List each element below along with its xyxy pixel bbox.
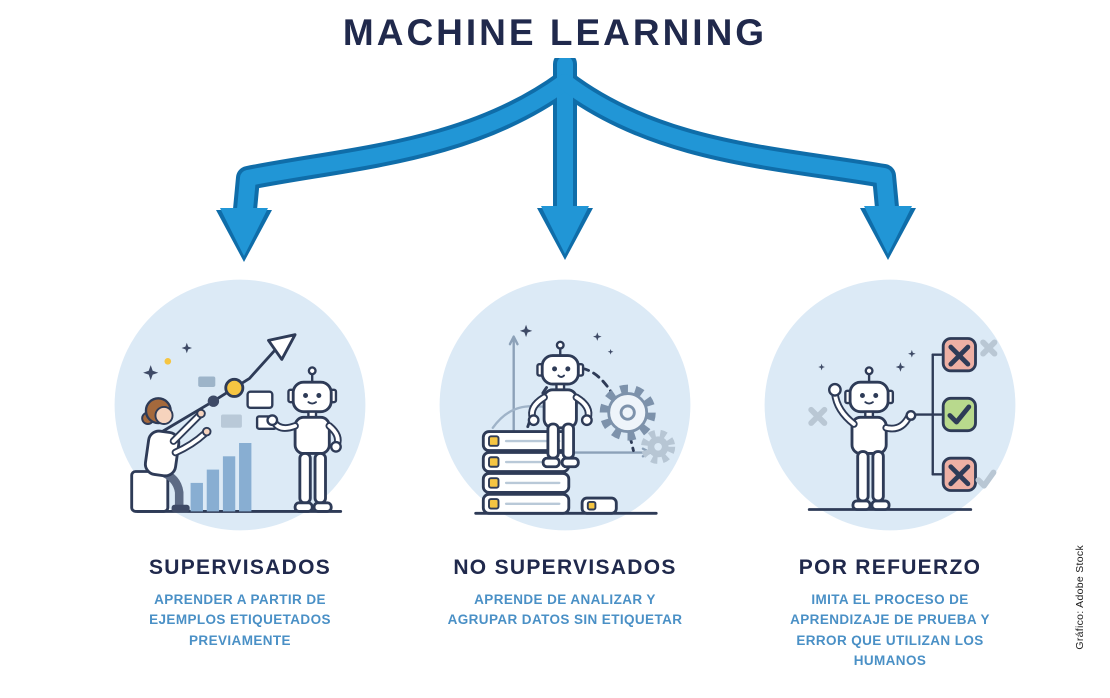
branch-heading-unsupervised: NO SUPERVISADOS <box>453 556 677 579</box>
arrow-fill <box>236 58 896 228</box>
branch-description-unsupervised: APRENDE DE ANALIZAR Y AGRUPAR DATOS SIN … <box>447 592 683 628</box>
growth-arrow-icon <box>160 333 297 434</box>
branch-unsupervised: NO SUPERVISADOS APRENDE DE ANALIZAR Y AG… <box>410 272 720 631</box>
credit-text: Gráfico: Adobe Stock <box>1074 545 1086 650</box>
connector-lines <box>914 353 943 476</box>
branch-reinforcement: POR REFUERZO IMITA EL PROCESO DE APRENDI… <box>735 272 1045 671</box>
robot-icon <box>527 340 593 469</box>
robot-icon <box>266 366 342 513</box>
branch-heading-reinforcement: POR REFUERZO <box>798 556 982 579</box>
supervised-illustration <box>107 272 373 538</box>
sparkle-icon <box>143 342 193 381</box>
bar-chart-icon <box>190 443 252 512</box>
person-icon <box>130 397 212 513</box>
gray-marks <box>808 339 998 489</box>
branch-description-supervised: APRENDER A PARTIR DE EJEMPLOS ETIQUETADO… <box>149 592 331 648</box>
branch-arrows <box>216 58 916 262</box>
checkbox-x-icon <box>941 456 977 492</box>
checkbox-x-icon <box>941 337 977 373</box>
branch-heading-supervised: SUPERVISADOS <box>148 556 332 579</box>
branch-supervised: SUPERVISADOS APRENDER A PARTIR DE EJEMPL… <box>85 272 395 651</box>
branch-description-reinforcement: IMITA EL PROCESO DE APRENDIZAJE DE PRUEB… <box>790 592 990 668</box>
page-title: MACHINE LEARNING <box>342 12 768 53</box>
illustration-background-circle <box>764 279 1016 531</box>
robot-icon <box>828 366 917 511</box>
checkbox-check-icon <box>941 396 977 433</box>
unsupervised-illustration <box>432 272 698 538</box>
arrowhead-fill <box>220 206 912 256</box>
reinforcement-illustration <box>757 272 1023 538</box>
